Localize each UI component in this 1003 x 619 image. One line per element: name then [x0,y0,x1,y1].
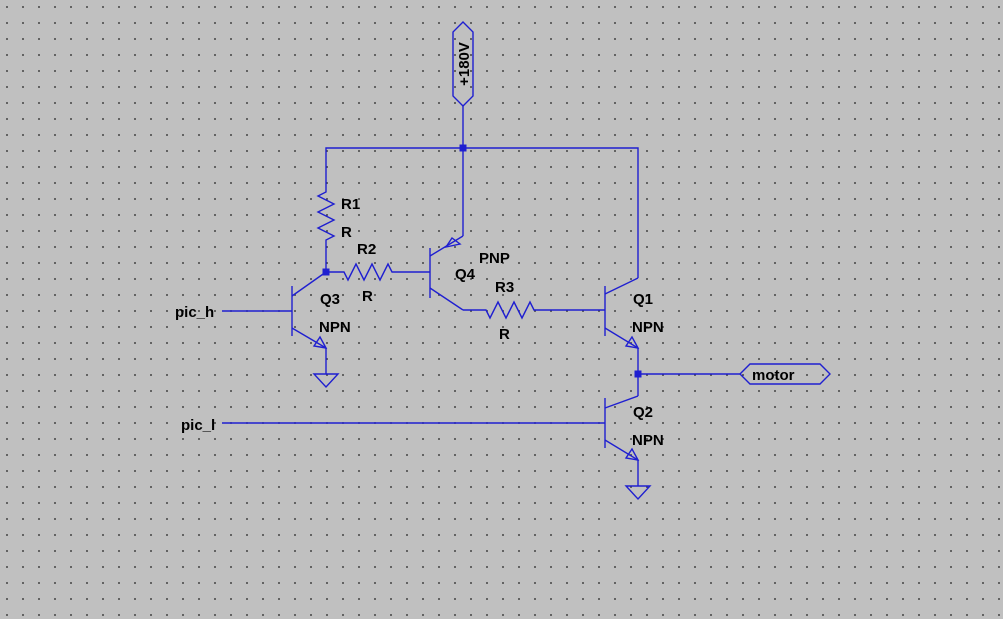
pic-l-input[interactable]: pic_l [181,417,605,434]
q1-collector-leg [604,277,639,295]
q3-collector-leg [291,271,327,297]
r1-body [316,180,336,272]
q3-name: Q3 [320,291,340,308]
q4-name: Q4 [455,266,476,283]
r2-value: R [362,288,373,305]
q1-type: NPN [632,319,664,336]
resistor-r3[interactable]: R3 R [463,279,605,343]
supply-flag[interactable]: +180V [452,21,474,107]
q1-emitter-leg [604,327,639,349]
motor-flag[interactable]: motor [739,363,831,385]
pic-l-label: pic_l [181,417,215,434]
pic-h-label: pic_h [175,304,214,321]
motor-label: motor [752,367,795,384]
motor-flag-outline [739,363,831,385]
transistor-q1[interactable]: Q1 NPN [604,277,664,349]
q4-collector-leg [429,287,464,311]
q3-emitter-leg [291,327,327,349]
resistor-r1[interactable]: R1 R [316,180,360,272]
transistor-q3[interactable]: Q3 NPN [291,271,351,389]
r1-value: R [341,224,352,241]
r3-name: R3 [495,279,514,296]
r3-body [463,300,605,320]
q2-emitter-leg [604,439,639,461]
q1-name: Q1 [633,291,653,308]
q3-ground-icon [312,373,340,389]
resistor-r2[interactable]: R2 R [326,241,430,305]
supply-label: +180V [456,42,473,86]
supply-rail-wire [325,147,639,278]
r1-name: R1 [341,196,360,213]
q4-emitter-arrow [444,236,462,249]
q2-emitter-arrow [624,447,640,461]
r2-body [326,262,430,282]
q3-emitter-arrow [312,335,328,349]
output-junction [634,370,642,378]
transistor-q4[interactable]: PNP Q4 [429,148,510,311]
transistor-q2[interactable]: Q2 NPN [604,395,664,501]
q2-type: NPN [632,432,664,449]
q4-type: PNP [479,250,510,267]
q2-ground-icon [624,485,652,501]
q2-name: Q2 [633,404,653,421]
q1-emitter-arrow [624,335,640,349]
output-node [634,348,740,396]
q3-type: NPN [319,319,351,336]
r2-name: R2 [357,241,376,258]
r3-value: R [499,326,510,343]
pic-h-input[interactable]: pic_h [175,304,292,321]
q2-collector-leg [604,395,639,409]
